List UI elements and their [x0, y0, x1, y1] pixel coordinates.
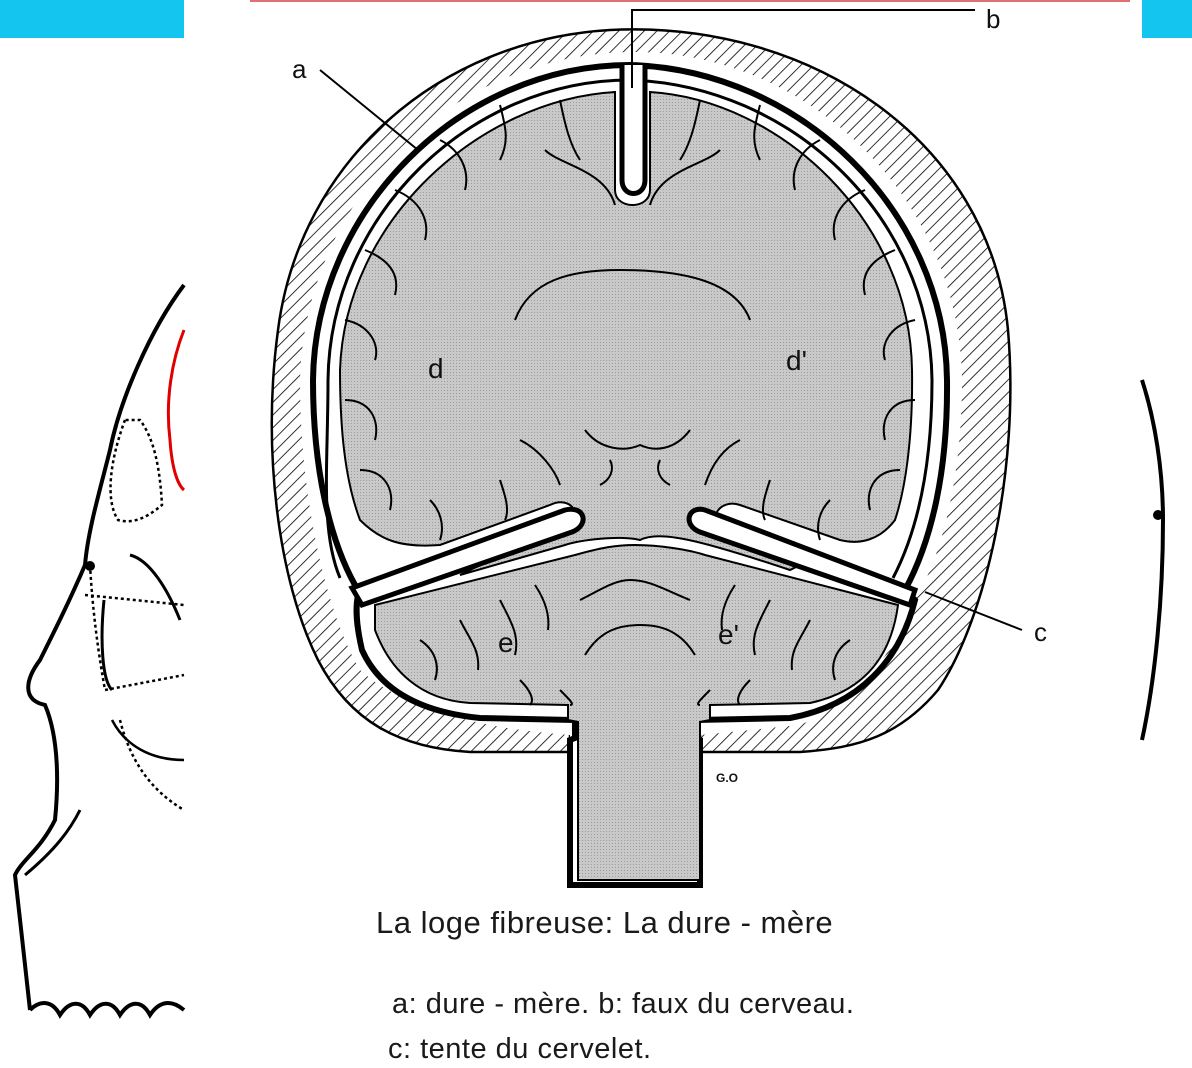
caption-title: La loge fibreuse: La dure - mère — [376, 905, 833, 941]
skull-red-contour — [168, 330, 184, 490]
label-c: c — [1034, 617, 1047, 647]
label-e: e — [498, 627, 514, 658]
caption-legend-line2: c: tente du cervelet. — [388, 1033, 652, 1066]
label-b: b — [986, 4, 1000, 34]
label-d-prime: d' — [786, 345, 807, 376]
skull-profile-right — [1142, 380, 1163, 740]
signature-label: G.O — [716, 771, 738, 785]
label-e-prime: e' — [718, 619, 739, 650]
skull-dotted-lines-left — [85, 420, 184, 810]
falx-cerebri — [622, 65, 645, 194]
label-d: d — [428, 353, 444, 384]
label-a: a — [292, 54, 307, 84]
caption-legend-line1: a: dure - mère. b: faux du cerveau. — [392, 988, 854, 1021]
skull-point-right — [1153, 510, 1163, 520]
skull-point-left — [85, 561, 95, 571]
